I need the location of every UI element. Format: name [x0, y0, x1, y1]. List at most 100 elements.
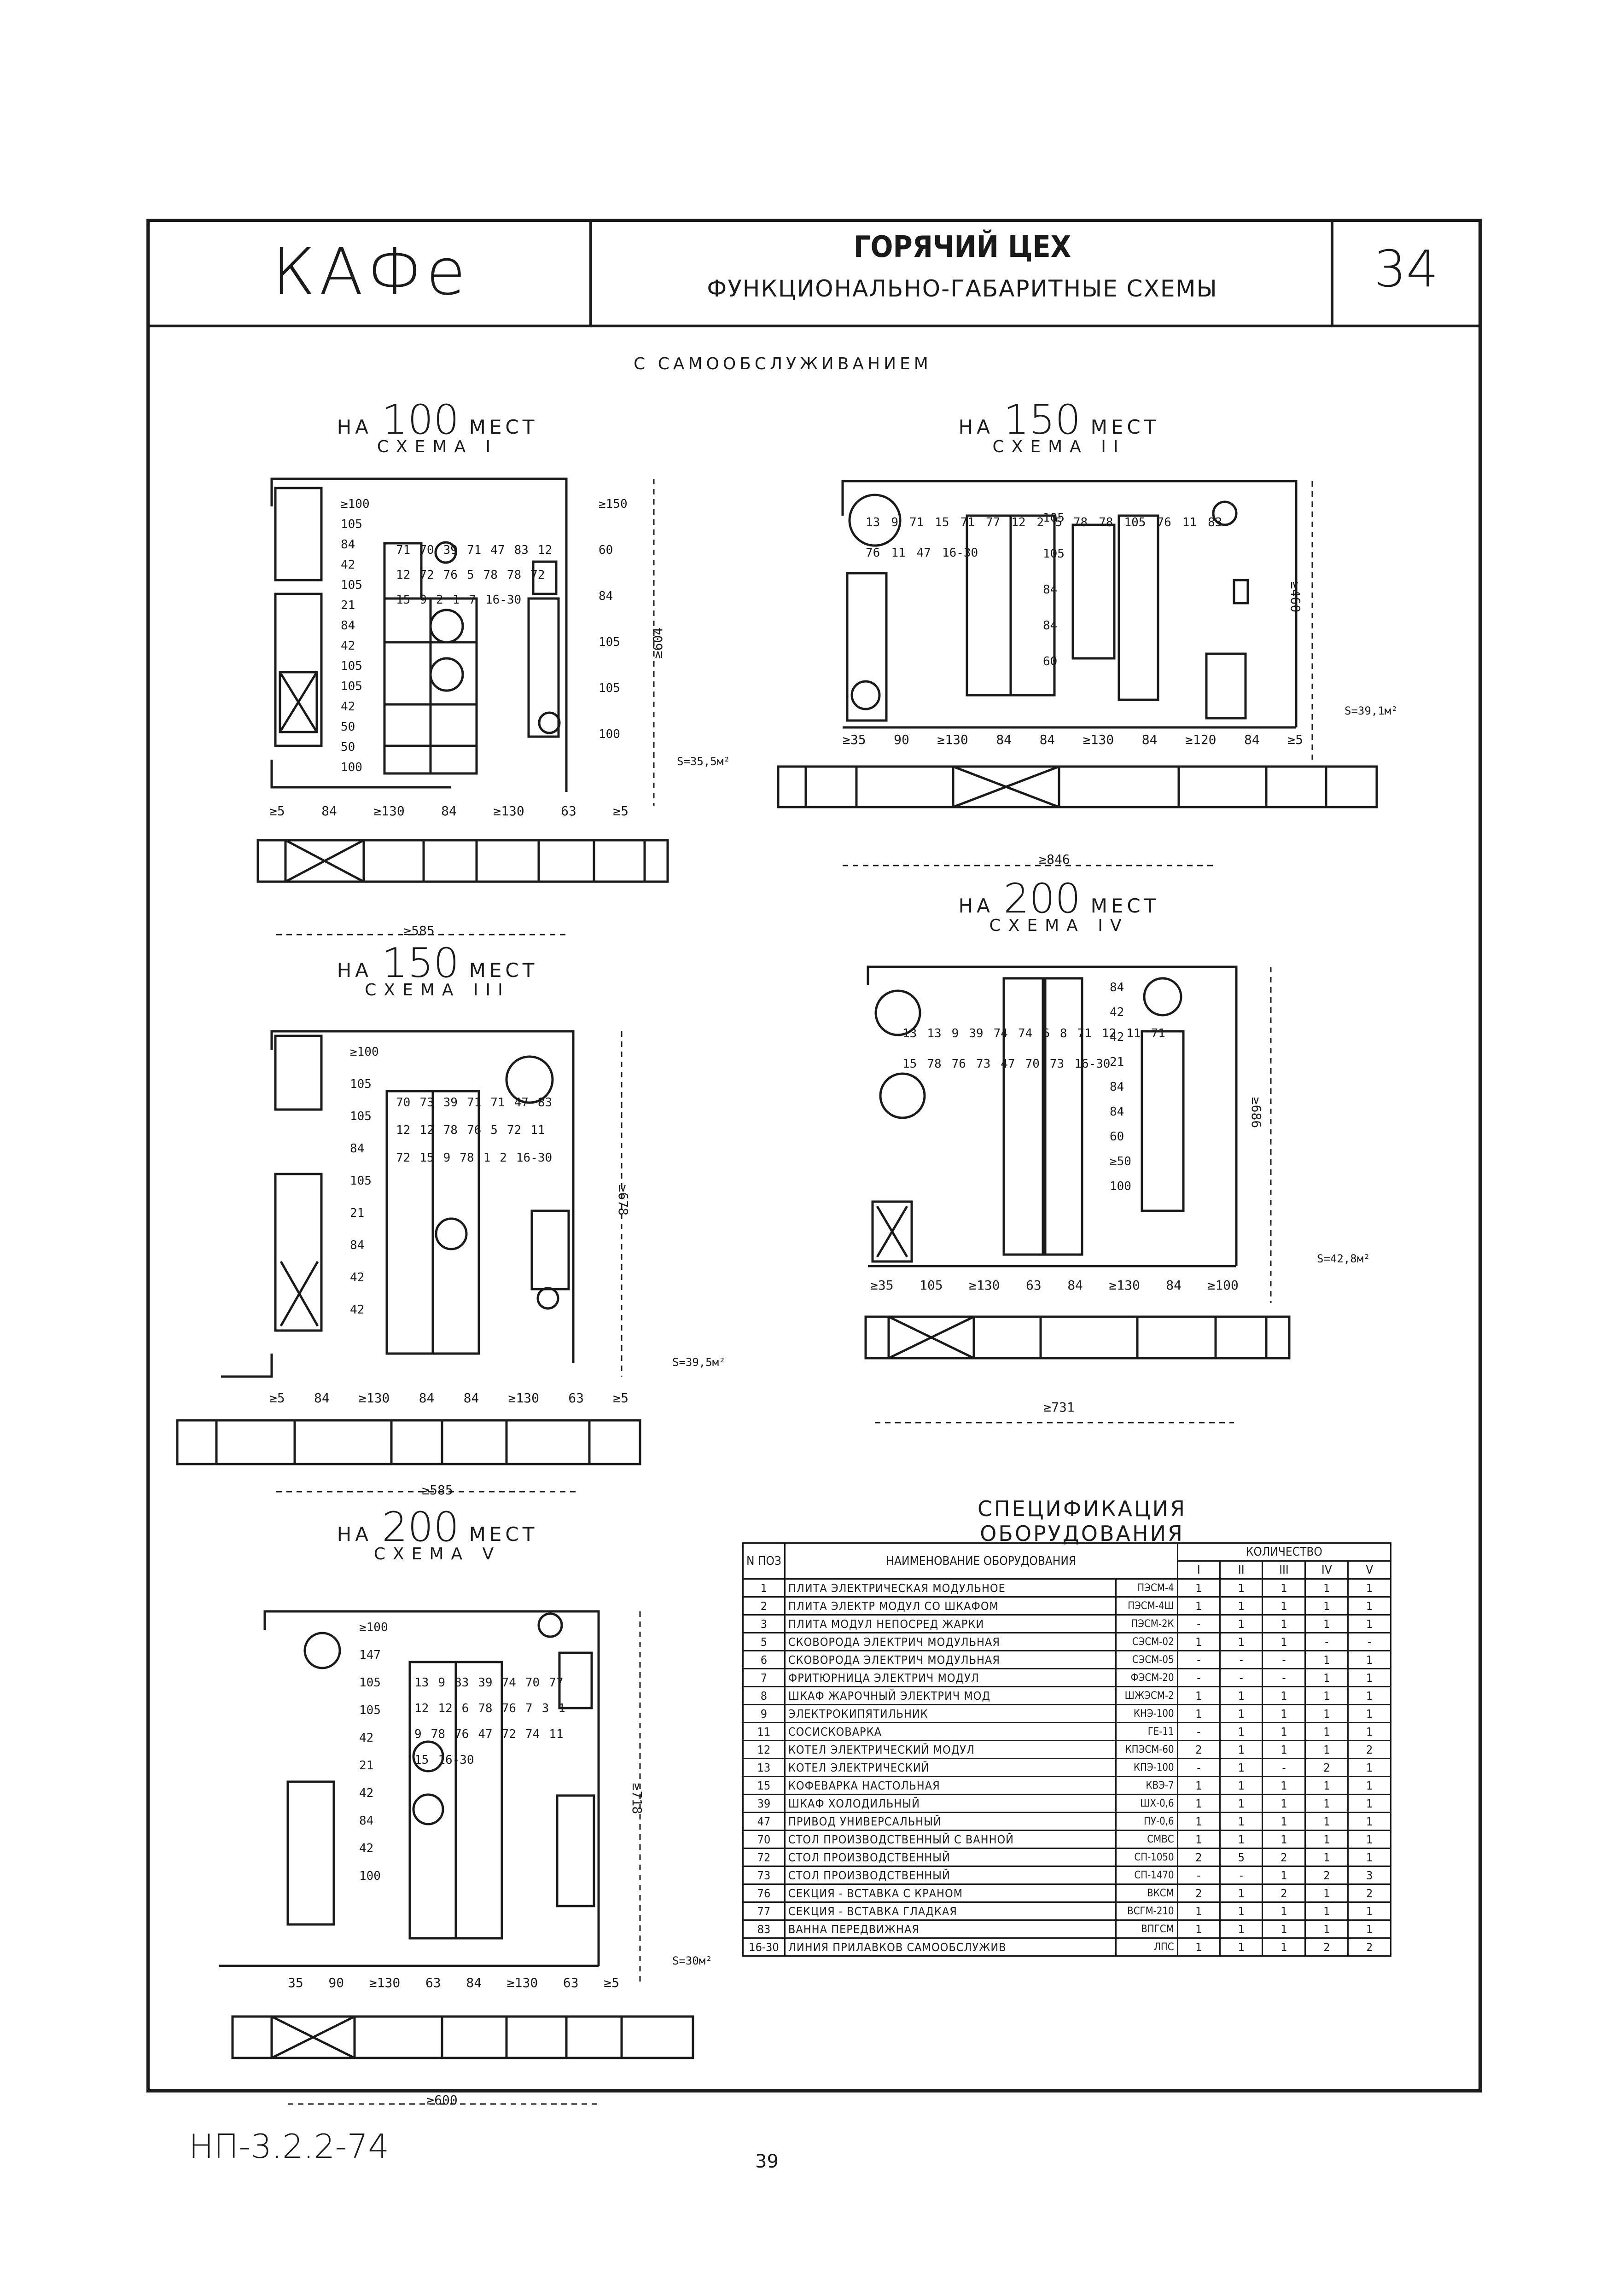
- plan-label: 105: [341, 578, 362, 592]
- spec-cell: КНЭ-100: [1115, 1704, 1178, 1723]
- spec-cell: СТОЛ ПРОИЗВОДСТВЕННЫЙ: [784, 1848, 1117, 1867]
- plan-label: ≥130: [508, 1390, 539, 1406]
- plan-label: 73: [419, 1096, 434, 1110]
- plan-label: 15: [419, 1151, 434, 1165]
- plan-label: 90: [328, 1975, 344, 1990]
- spec-cell: -: [1219, 1866, 1263, 1885]
- plan-label: ≥130: [493, 803, 524, 819]
- plan-label: 12: [396, 568, 411, 582]
- plan-label: 11: [549, 1727, 564, 1741]
- scheme-5-caption: НА 200 МЕСТ: [337, 1503, 538, 1551]
- plan-label: 105: [341, 517, 362, 531]
- plan-label: 84: [466, 1975, 482, 1990]
- scheme-3-label: СХЕМА III: [365, 981, 510, 1000]
- spec-cell: 1: [1304, 1614, 1349, 1633]
- spec-cell: ШКАФ ЖАРОЧНЫЙ ЭЛЕКТРИЧ МОД: [784, 1686, 1117, 1705]
- spec-cell: 1: [1304, 1848, 1349, 1867]
- spec-cell: СЭСМ-02: [1115, 1632, 1178, 1651]
- spec-cell: ПЛИТА ЭЛЕКТРИЧЕСКАЯ МОДУЛЬНОЕ: [784, 1578, 1117, 1598]
- scheme-1-area: S=35,5м²: [677, 755, 730, 768]
- spec-cell: 1: [1347, 1704, 1391, 1723]
- plan-label: ≥130: [369, 1975, 401, 1990]
- plan-label: 6: [461, 1702, 469, 1715]
- spec-cell: -: [1262, 1758, 1306, 1777]
- plan-label: 39: [969, 1027, 984, 1040]
- spec-cell: 1: [1304, 1794, 1349, 1813]
- plan-label: 2: [500, 1151, 507, 1165]
- spec-cell: 8: [742, 1686, 786, 1705]
- spec-cell: -: [1176, 1614, 1221, 1633]
- spec-cell: 1: [1176, 1901, 1221, 1921]
- plan-label: 83: [514, 543, 529, 557]
- plan-label: 72: [501, 1727, 516, 1741]
- plan-label: 11: [891, 546, 906, 560]
- plan-label: 3: [541, 1702, 549, 1715]
- plan-label: ≥150: [599, 497, 628, 511]
- plan-label: 84: [1110, 981, 1124, 994]
- plan-label: 71: [960, 516, 975, 529]
- title-divider: [589, 219, 592, 327]
- scheme-3-plan: [221, 1030, 575, 1378]
- plan-label: ≥5: [613, 1390, 629, 1406]
- plan-label: 71: [466, 543, 482, 557]
- plan-label: 76: [501, 1702, 516, 1715]
- spec-cell: 7: [742, 1668, 786, 1687]
- plan-label: 78: [478, 1702, 493, 1715]
- spec-cell: СЕКЦИЯ - ВСТАВКА ГЛАДКАЯ: [784, 1901, 1117, 1921]
- plan-label: ≥100: [350, 1045, 379, 1059]
- scheme-4-caption: НА 200 МЕСТ: [958, 875, 1160, 922]
- scheme-3-depth: ≥678: [616, 1184, 631, 1216]
- spec-cell: 2: [1176, 1848, 1221, 1867]
- document-code: НП-3.2.2-74: [189, 2127, 390, 2166]
- spec-cell: 1: [1304, 1830, 1349, 1849]
- plan-label: 105: [359, 1676, 381, 1690]
- spec-cell: СТОЛ ПРОИЗВОДСТВЕННЫЙ С ВАННОЙ: [784, 1830, 1117, 1849]
- plan-label: 7: [525, 1702, 533, 1715]
- scheme-2-depth: ≥460: [1288, 581, 1304, 613]
- plan-label: 84: [419, 1390, 435, 1406]
- plan-label: 42: [341, 700, 355, 714]
- spec-cell: ВАННА ПЕРЕДВИЖНАЯ: [784, 1919, 1117, 1939]
- plan-label: 11: [1182, 516, 1197, 529]
- qty-col: III: [1262, 1560, 1306, 1580]
- plan-label: 60: [599, 543, 613, 557]
- plan-label: 71: [466, 1096, 482, 1110]
- spec-cell: ЛИНИЯ ПРИЛАВКОВ САМООБСЛУЖИВ: [784, 1937, 1117, 1957]
- spec-cell: 3: [1347, 1866, 1391, 1885]
- spec-cell: 1: [1304, 1722, 1349, 1741]
- spec-cell: 1: [1347, 1901, 1391, 1921]
- plan-label: 78: [431, 1727, 445, 1741]
- plan-label: 100: [599, 727, 620, 741]
- spec-cell: -: [1176, 1866, 1221, 1885]
- spec-cell: 1: [1176, 1937, 1221, 1957]
- plan-label: 1: [452, 593, 460, 607]
- title-divider: [1331, 219, 1333, 327]
- plan-label: 47: [514, 1096, 529, 1110]
- sheet-subtitle: ФУНКЦИОНАЛЬНО-ГАБАРИТНЫЕ СХЕМЫ: [707, 275, 1218, 302]
- spec-cell: 11: [742, 1722, 786, 1741]
- plan-label: 5: [1055, 516, 1062, 529]
- plan-label: ≥120: [1185, 732, 1217, 747]
- scheme-4-area: S=42,8м²: [1317, 1252, 1370, 1265]
- page-number: 39: [755, 2151, 779, 2172]
- plan-label: 105: [350, 1110, 372, 1123]
- plan-label: 74: [525, 1727, 540, 1741]
- plan-label: 39: [443, 543, 458, 557]
- plan-label: 71: [909, 516, 924, 529]
- sheet-number: 34: [1374, 239, 1438, 298]
- plan-label: 16-30: [1074, 1057, 1111, 1071]
- spec-cell: 72: [742, 1848, 786, 1867]
- plan-label: 11: [530, 1123, 545, 1137]
